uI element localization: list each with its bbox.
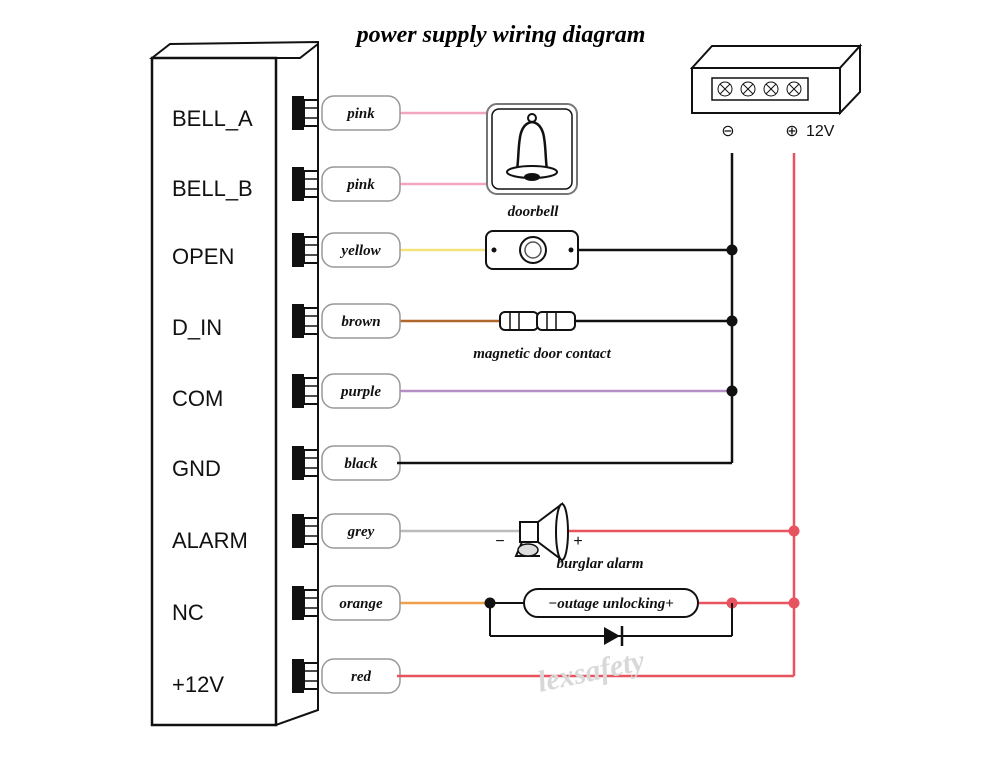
ground-bus xyxy=(397,153,738,465)
terminal-com: COM xyxy=(172,386,223,411)
terminal-bell-a: BELL_A xyxy=(172,106,253,131)
alarm-minus-label: − xyxy=(495,533,504,550)
wire-lines xyxy=(397,111,732,605)
controller-panel xyxy=(149,40,319,727)
terminal-alarm: ALARM xyxy=(172,528,248,553)
exit-button-device xyxy=(485,230,579,270)
lock-circuit: −outage unlocking+ xyxy=(484,588,733,646)
psu-voltage-label: 12V xyxy=(806,123,835,140)
wire-label-pill: yellow xyxy=(321,232,401,268)
bell-icon xyxy=(506,113,558,181)
wire-label-pill: black xyxy=(321,445,401,481)
junction-dot xyxy=(788,525,800,537)
connector-block xyxy=(292,167,319,201)
wire-label-pills: pink pink yellow brown purple black grey orange… xyxy=(321,95,401,694)
wire-label: yellow xyxy=(339,243,381,259)
terminal-bell-b: BELL_B xyxy=(172,176,253,201)
connector-block xyxy=(292,96,319,130)
wire-label-pill: orange xyxy=(321,585,401,621)
terminal-open: OPEN xyxy=(172,244,234,269)
doorbell-device: doorbell xyxy=(486,103,578,220)
wire-label-pill: grey xyxy=(321,513,401,549)
door-contact-device: magnetic door contact xyxy=(473,311,612,362)
terminal-nc: NC xyxy=(172,600,204,625)
terminal-gnd: GND xyxy=(172,456,221,481)
diagram-title: power supply wiring diagram xyxy=(355,22,646,48)
connector-block xyxy=(292,233,319,267)
junction-dot xyxy=(726,385,738,397)
junction-dot xyxy=(726,244,738,256)
connector-block xyxy=(292,446,319,480)
connector-block xyxy=(292,659,319,693)
connector-block xyxy=(292,514,319,548)
psu-screw-terminals xyxy=(717,81,802,97)
power-supply: ⊖ ⊕ 12V xyxy=(689,43,863,140)
junction-dot xyxy=(484,597,496,609)
wire-label: pink xyxy=(345,106,375,122)
doorbell-label: doorbell xyxy=(508,204,560,220)
diode-icon xyxy=(604,626,624,646)
door-contact-label: magnetic door contact xyxy=(473,346,611,362)
alarm-label: burglar alarm xyxy=(556,556,643,572)
alarm-device: − + burglar alarm xyxy=(495,502,644,572)
junction-dot xyxy=(726,315,738,327)
connector-block xyxy=(292,586,319,620)
wire-label-pill: purple xyxy=(321,373,401,409)
wire-label: red xyxy=(351,669,371,685)
alarm-plus-label: + xyxy=(573,533,582,550)
connector-blocks xyxy=(292,96,319,693)
wire-label-pill: red xyxy=(321,658,401,694)
wire-label-pill: pink xyxy=(321,166,401,202)
psu-plus-symbol: ⊕ xyxy=(785,123,798,140)
terminal-12v: +12V xyxy=(172,672,224,697)
wire-label: brown xyxy=(341,314,380,330)
positive-bus xyxy=(397,153,800,678)
psu-minus-symbol: ⊖ xyxy=(721,123,734,140)
watermark: lexsafety xyxy=(535,644,648,699)
terminal-labels: BELL_A BELL_B OPEN D_IN COM GND ALARM NC… xyxy=(172,106,253,697)
connector-block xyxy=(292,374,319,408)
wire-label: black xyxy=(344,456,378,472)
wire-label: orange xyxy=(339,596,383,612)
siren-icon xyxy=(514,502,569,562)
wire-label-pill: pink xyxy=(321,95,401,131)
connector-block xyxy=(292,304,319,338)
wire-label: purple xyxy=(339,384,381,400)
wire-label: pink xyxy=(345,177,375,193)
junction-dot xyxy=(788,597,800,609)
wire-label: grey xyxy=(347,524,375,540)
wire-label-pill: brown xyxy=(321,303,401,339)
exit-button-icon xyxy=(519,236,547,264)
lock-label: −outage unlocking+ xyxy=(548,596,674,612)
terminal-d-in: D_IN xyxy=(172,315,222,340)
